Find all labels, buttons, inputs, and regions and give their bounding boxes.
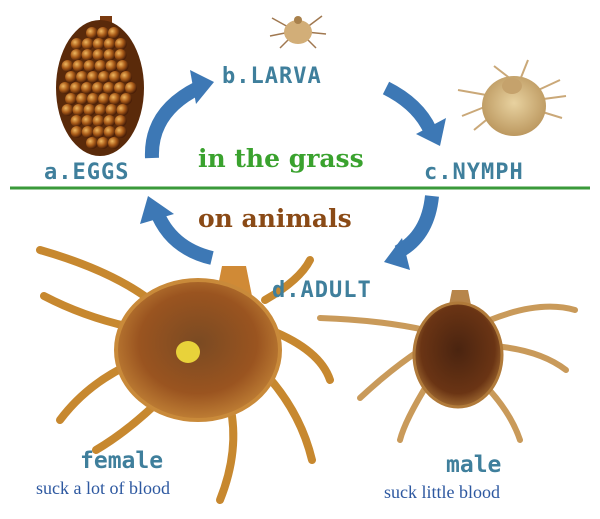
egg	[76, 93, 88, 105]
egg	[93, 49, 105, 61]
egg	[117, 104, 129, 116]
egg	[115, 126, 127, 138]
male-note: suck little blood	[384, 482, 500, 503]
egg	[82, 38, 94, 50]
egg	[71, 115, 83, 127]
egg	[86, 137, 98, 149]
egg	[125, 82, 137, 94]
egg	[115, 115, 127, 127]
egg	[97, 137, 109, 149]
female-note: suck a lot of blood	[36, 478, 170, 499]
in-the-grass-label: in the grass	[198, 144, 364, 173]
larva-label: b.LARVA	[222, 64, 322, 89]
egg	[93, 126, 105, 138]
egg	[95, 104, 107, 116]
egg	[106, 60, 118, 72]
egg	[92, 82, 104, 94]
egg	[98, 93, 110, 105]
egg	[106, 104, 118, 116]
egg	[65, 71, 77, 83]
egg	[62, 60, 74, 72]
egg	[86, 27, 98, 39]
egg	[82, 115, 94, 127]
eggs-label: a.EGGS	[44, 160, 129, 185]
egg	[103, 82, 115, 94]
nymph-tick-icon	[458, 60, 566, 136]
egg	[93, 115, 105, 127]
egg	[59, 82, 71, 94]
egg	[71, 126, 83, 138]
egg	[109, 71, 121, 83]
egg	[84, 104, 96, 116]
egg	[84, 60, 96, 72]
nymph-label: c.NYMPH	[424, 160, 524, 185]
egg	[81, 82, 93, 94]
egg	[104, 38, 116, 50]
egg	[87, 93, 99, 105]
egg	[97, 27, 109, 39]
egg	[115, 38, 127, 50]
egg	[104, 115, 116, 127]
egg	[108, 27, 120, 39]
egg	[120, 71, 132, 83]
egg	[70, 82, 82, 94]
larva-tick-icon	[270, 16, 326, 48]
male-tick-icon	[320, 290, 575, 440]
male-label: male	[446, 452, 501, 478]
egg	[114, 82, 126, 94]
egg	[117, 60, 129, 72]
egg	[109, 93, 121, 105]
egg	[76, 71, 88, 83]
egg-cluster-icon	[56, 16, 144, 156]
egg	[104, 49, 116, 61]
egg	[73, 104, 85, 116]
egg	[87, 71, 99, 83]
egg	[71, 49, 83, 61]
egg	[62, 104, 74, 116]
egg	[95, 60, 107, 72]
egg	[71, 38, 83, 50]
female-label: female	[80, 448, 163, 474]
on-animals-label: on animals	[198, 204, 352, 233]
egg	[93, 38, 105, 50]
egg	[108, 137, 120, 149]
egg	[65, 93, 77, 105]
egg	[82, 49, 94, 61]
egg	[104, 126, 116, 138]
egg	[73, 60, 85, 72]
adult-label: d.ADULT	[272, 278, 372, 303]
egg	[82, 126, 94, 138]
egg	[98, 71, 110, 83]
egg	[120, 93, 132, 105]
egg	[115, 49, 127, 61]
